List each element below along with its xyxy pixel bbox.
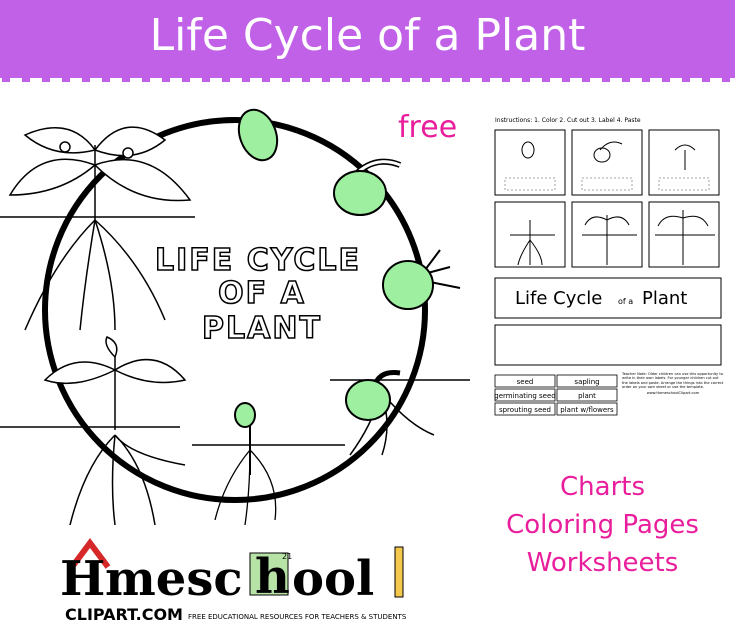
germinating-seed-icon	[333, 158, 402, 216]
life-cycle-illustration: LIFE CYCLE OF A PLANT	[0, 108, 470, 526]
house-roof-icon	[69, 538, 111, 569]
flowering-plant-icon	[8, 126, 192, 331]
worksheet-title-part3: Plant	[642, 288, 687, 309]
title-banner	[0, 0, 735, 78]
label-seed: seed	[517, 378, 534, 386]
worksheet-site: www.HomeschoolClipart.com	[646, 390, 700, 395]
label-sprouting-seed: sprouting seed	[499, 406, 551, 414]
grade-tag: 21	[282, 552, 292, 561]
dotted-divider	[0, 70, 735, 82]
circle-title-line-3: PLANT	[202, 311, 322, 346]
sapling-icon	[43, 336, 187, 526]
page-title: Life Cycle of a Plant	[149, 10, 586, 61]
worksheet-title-part2: of a	[618, 297, 633, 306]
circle-title-line-2: OF A	[218, 276, 306, 311]
feature-worksheets: Worksheets	[526, 548, 679, 578]
feature-charts: Charts	[560, 472, 645, 502]
pencil-icon	[394, 546, 404, 598]
sprouting-seed-icon	[382, 249, 461, 310]
young-sprout-icon	[214, 402, 277, 526]
logo-domain: CLIPART.COM	[65, 605, 183, 624]
chalkboard-icon	[249, 552, 289, 596]
seed-icon	[237, 108, 279, 162]
logo-letter-h: H	[60, 551, 105, 607]
free-label: free	[398, 110, 458, 145]
seedling-icon	[345, 370, 435, 456]
label-germinating-seed: germinating seed	[494, 392, 556, 400]
circle-title-line-1: LIFE CYCLE	[155, 243, 361, 278]
logo-letters-omesc: mesc	[105, 551, 243, 607]
label-plant: plant	[578, 392, 596, 400]
worksheet-instructions: Instructions: 1. Color 2. Cut out 3. Lab…	[495, 117, 641, 124]
feature-coloring-pages: Coloring Pages	[506, 510, 699, 540]
worksheet-title-part1: Life Cycle	[515, 288, 602, 309]
logo-letters-ool: ool	[292, 551, 374, 607]
cycle-circle	[42, 117, 428, 503]
logo-letter-h2: h	[255, 549, 290, 605]
logo-tagline: FREE EDUCATIONAL RESOURCES FOR TEACHERS …	[188, 613, 407, 621]
feature-list: Charts Coloring Pages Worksheets	[470, 468, 735, 582]
label-sapling: sapling	[574, 378, 599, 386]
teacher-note: Teacher Note: Older children can use thi…	[622, 372, 724, 390]
homeschool-clipart-logo[interactable]: H mesc h ool 21 CLIPART.COM FREE EDUCATI…	[60, 535, 460, 630]
worksheet-preview: Instructions: 1. Color 2. Cut out 3. Lab…	[490, 110, 730, 430]
label-plant-with-flowers: plant w/flowers	[560, 406, 614, 414]
